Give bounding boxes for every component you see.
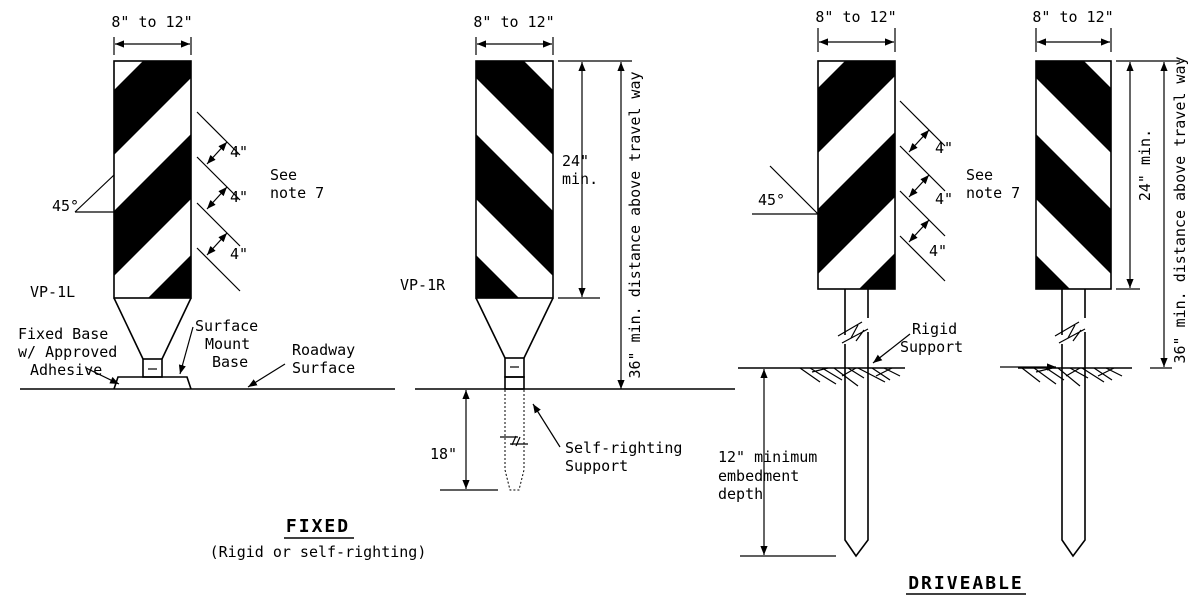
driveable-left-assembly: 8" to 12" 45° 4" 4" 4" See note 7 (718, 8, 1020, 558)
rigid-post-upper (1061, 289, 1086, 335)
stripe-gap-label: 4" (935, 139, 953, 157)
driveable-right-stripes (1036, 61, 1111, 289)
stripe-extension-line (899, 100, 946, 147)
embed-label: depth (718, 485, 763, 503)
taper-line (113, 297, 144, 360)
stripe-gap-label: 4" (230, 245, 248, 263)
driveable-left-panel (817, 60, 896, 290)
embed-label: 12" minimum (718, 448, 817, 466)
vp-1r-assembly: 8" to 12" VP-1R 24" min. 36" min. distan… (400, 13, 735, 491)
leader-line (178, 326, 194, 375)
leader-line (872, 333, 911, 364)
taper-line (161, 297, 192, 360)
rigid-support-label: Rigid (912, 320, 957, 338)
stripe-gap-arrow (908, 219, 930, 243)
leader-line (532, 403, 561, 448)
support-label: Self-righting (565, 439, 682, 457)
angle-label: 45° (52, 197, 79, 215)
stripe-extension-line (196, 202, 241, 247)
embed-label: embedment (718, 467, 799, 485)
stripe-extension-line (196, 156, 241, 201)
height-label: 24" (562, 152, 589, 170)
angle-label: 45° (758, 191, 785, 209)
driveable-title: DRIVEABLE (908, 573, 1024, 594)
note-label: See (966, 166, 993, 184)
leader-line (247, 363, 286, 388)
buried-anchor (500, 390, 528, 491)
angle-slope-line (769, 165, 819, 215)
note-label: note 7 (270, 184, 324, 202)
driveable-right-panel (1035, 60, 1112, 290)
note-label: See (270, 166, 297, 184)
stripe-gap-label: 4" (929, 242, 947, 260)
stripe-gap-label: 4" (230, 188, 248, 206)
vp-1r-stripes (476, 61, 553, 298)
panel-name-label: VP-1L (30, 283, 75, 301)
stripe-gap-arrow (908, 129, 930, 153)
width-label: 8" to 12" (111, 13, 192, 31)
width-label: 8" to 12" (473, 13, 554, 31)
fixed-title: FIXED (286, 516, 350, 537)
post-socket (504, 376, 525, 390)
panel-name-label: VP-1R (400, 276, 446, 294)
rigid-post-lower (1061, 332, 1086, 558)
break-symbol (837, 321, 869, 344)
note-label: note 7 (966, 184, 1020, 202)
stripe-extension-line (899, 145, 946, 192)
depth-label: 18" (430, 445, 457, 463)
ground-hatch (1021, 367, 1123, 387)
surface-mount-base (113, 376, 192, 390)
surface-mount-label: Surface (195, 317, 258, 335)
ground-hatch (799, 367, 901, 387)
distance-label: 36" min. distance above travel way (626, 71, 644, 378)
break-symbol (1054, 321, 1086, 344)
stripe-gap-label: 4" (935, 190, 953, 208)
stripe-extension-line (899, 235, 946, 282)
rigid-support-label: Support (900, 338, 963, 356)
leader-line (85, 367, 120, 385)
stripe-extension-line (196, 247, 241, 292)
driveable-right-assembly: 8" to 12" 24" min. 36" min. distance abo… (1000, 8, 1189, 558)
stripe-extension-line (899, 190, 946, 237)
fixed-base-label: Adhesive (30, 361, 102, 379)
width-label: 8" to 12" (1032, 8, 1113, 26)
vp-1l-assembly: 8" to 12" 45° 4" 4" 4" See note 7 VP-1L (18, 13, 395, 390)
stripe-gap-arrow (908, 174, 930, 198)
taper-line (475, 297, 506, 359)
roadway-label: Roadway (292, 341, 355, 359)
stripe-gap-arrow (206, 141, 228, 165)
rigid-post-upper (844, 289, 869, 335)
roadway-label: Surface (292, 359, 355, 377)
support-label: Support (565, 457, 628, 475)
stripe-gap-label: 4" (230, 143, 248, 161)
fixed-base-label: Fixed Base (18, 325, 108, 343)
height-label: 24" min. (1136, 129, 1154, 201)
taper-line (523, 297, 554, 359)
vp-1r-panel (475, 60, 554, 299)
height-label: min. (562, 170, 598, 188)
fixed-subtitle: (Rigid or self-righting) (210, 543, 427, 561)
rigid-post-lower (844, 332, 869, 558)
stripe-gap-arrow (206, 232, 228, 256)
angle-slope-line (74, 174, 115, 213)
fixed-base-label: w/ Approved (18, 343, 117, 361)
driveable-left-stripes (818, 61, 895, 289)
stripe-extension-line (196, 111, 241, 156)
surface-mount-label: Base (212, 353, 248, 371)
vp-1l-stripes (114, 61, 191, 298)
surface-mount-label: Mount (205, 335, 250, 353)
distance-label: 36" min. distance above travel way (1171, 56, 1189, 363)
post-stub (142, 358, 163, 378)
vp-1l-panel (113, 60, 192, 299)
width-label: 8" to 12" (815, 8, 896, 26)
stripe-gap-arrow (206, 186, 228, 210)
